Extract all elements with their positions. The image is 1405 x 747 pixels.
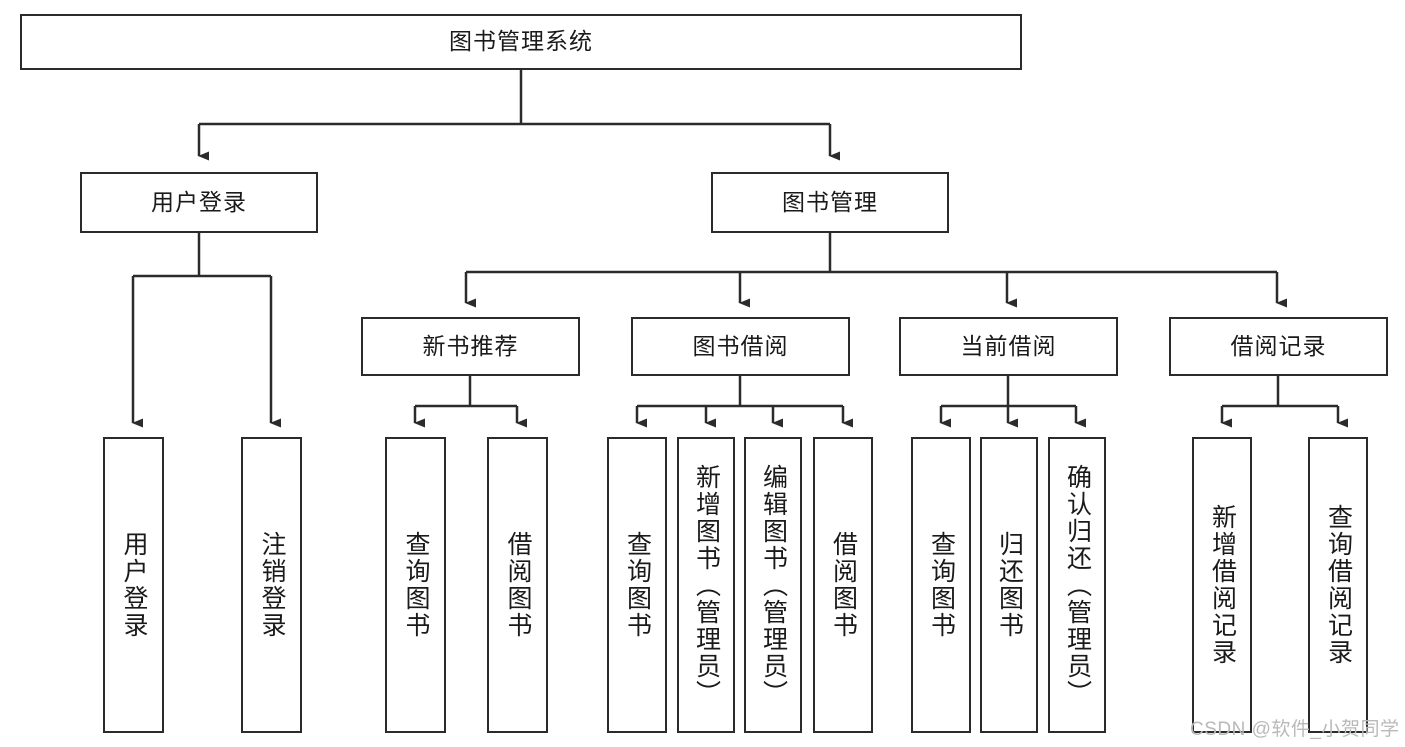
node-leaf-edit-book-label: 编辑图书（管理员） bbox=[759, 463, 788, 707]
node-leaf-borrow-book-1-label: 借阅图书 bbox=[504, 531, 532, 639]
node-book-management[interactable]: 图书管理 bbox=[711, 172, 949, 233]
csdn-watermark: CSDN @软件_小贺同学 bbox=[1190, 719, 1400, 740]
node-current-borrow[interactable]: 当前借阅 bbox=[899, 317, 1118, 376]
node-leaf-query-book-3-label: 查询图书 bbox=[927, 531, 956, 639]
node-leaf-add-book[interactable]: 新增图书（管理员） bbox=[677, 437, 735, 733]
node-leaf-confirm-return-label: 确认归还（管理员） bbox=[1063, 463, 1092, 707]
node-leaf-query-book-1[interactable]: 查询图书 bbox=[385, 437, 446, 733]
node-leaf-query-record-label: 查询借阅记录 bbox=[1324, 504, 1353, 666]
node-leaf-borrow-book-2-label: 借阅图书 bbox=[829, 531, 858, 639]
current-borrow-connectors bbox=[939, 376, 1086, 428]
node-leaf-add-record-label: 新增借阅记录 bbox=[1208, 504, 1237, 666]
new-book-recommend-connectors bbox=[413, 376, 527, 428]
node-user-login-label: 用户登录 bbox=[151, 188, 247, 215]
node-leaf-query-book-2[interactable]: 查询图书 bbox=[607, 437, 667, 733]
node-leaf-logout[interactable]: 注销登录 bbox=[241, 437, 302, 733]
node-leaf-return-book[interactable]: 归还图书 bbox=[980, 437, 1038, 733]
root-connectors bbox=[197, 70, 840, 161]
borrow-record-connectors bbox=[1220, 376, 1348, 428]
node-current-borrow-label: 当前借阅 bbox=[960, 332, 1057, 359]
node-user-login[interactable]: 用户登录 bbox=[80, 172, 318, 233]
node-leaf-logout-label: 注销登录 bbox=[258, 531, 286, 639]
node-leaf-borrow-book-2[interactable]: 借阅图书 bbox=[813, 437, 873, 733]
node-leaf-confirm-return[interactable]: 确认归还（管理员） bbox=[1048, 437, 1106, 733]
node-new-book-recommend-label: 新书推荐 bbox=[422, 332, 519, 359]
node-book-borrow-label: 图书借阅 bbox=[692, 332, 789, 359]
node-leaf-edit-book[interactable]: 编辑图书（管理员） bbox=[744, 437, 802, 733]
node-borrow-record-label: 借阅记录 bbox=[1230, 332, 1327, 359]
node-book-borrow[interactable]: 图书借阅 bbox=[631, 317, 850, 376]
node-leaf-user-login[interactable]: 用户登录 bbox=[103, 437, 164, 733]
node-leaf-add-record[interactable]: 新增借阅记录 bbox=[1192, 437, 1252, 733]
node-book-management-label: 图书管理 bbox=[782, 188, 878, 215]
user-login-connectors bbox=[131, 233, 281, 428]
book-borrow-connectors bbox=[635, 376, 853, 428]
node-leaf-query-book-2-label: 查询图书 bbox=[623, 531, 652, 639]
node-leaf-add-book-label: 新增图书（管理员） bbox=[692, 463, 721, 707]
node-new-book-recommend[interactable]: 新书推荐 bbox=[361, 317, 580, 376]
node-leaf-query-book-1-label: 查询图书 bbox=[402, 531, 430, 639]
node-leaf-return-book-label: 归还图书 bbox=[995, 531, 1024, 639]
node-leaf-user-login-label: 用户登录 bbox=[120, 531, 148, 639]
book-management-connectors bbox=[464, 233, 1287, 308]
node-leaf-query-book-3[interactable]: 查询图书 bbox=[911, 437, 971, 733]
node-leaf-query-record[interactable]: 查询借阅记录 bbox=[1308, 437, 1368, 733]
node-root-label: 图书管理系统 bbox=[449, 28, 593, 55]
node-leaf-borrow-book-1[interactable]: 借阅图书 bbox=[487, 437, 548, 733]
node-borrow-record[interactable]: 借阅记录 bbox=[1169, 317, 1388, 376]
node-root[interactable]: 图书管理系统 bbox=[20, 14, 1022, 70]
